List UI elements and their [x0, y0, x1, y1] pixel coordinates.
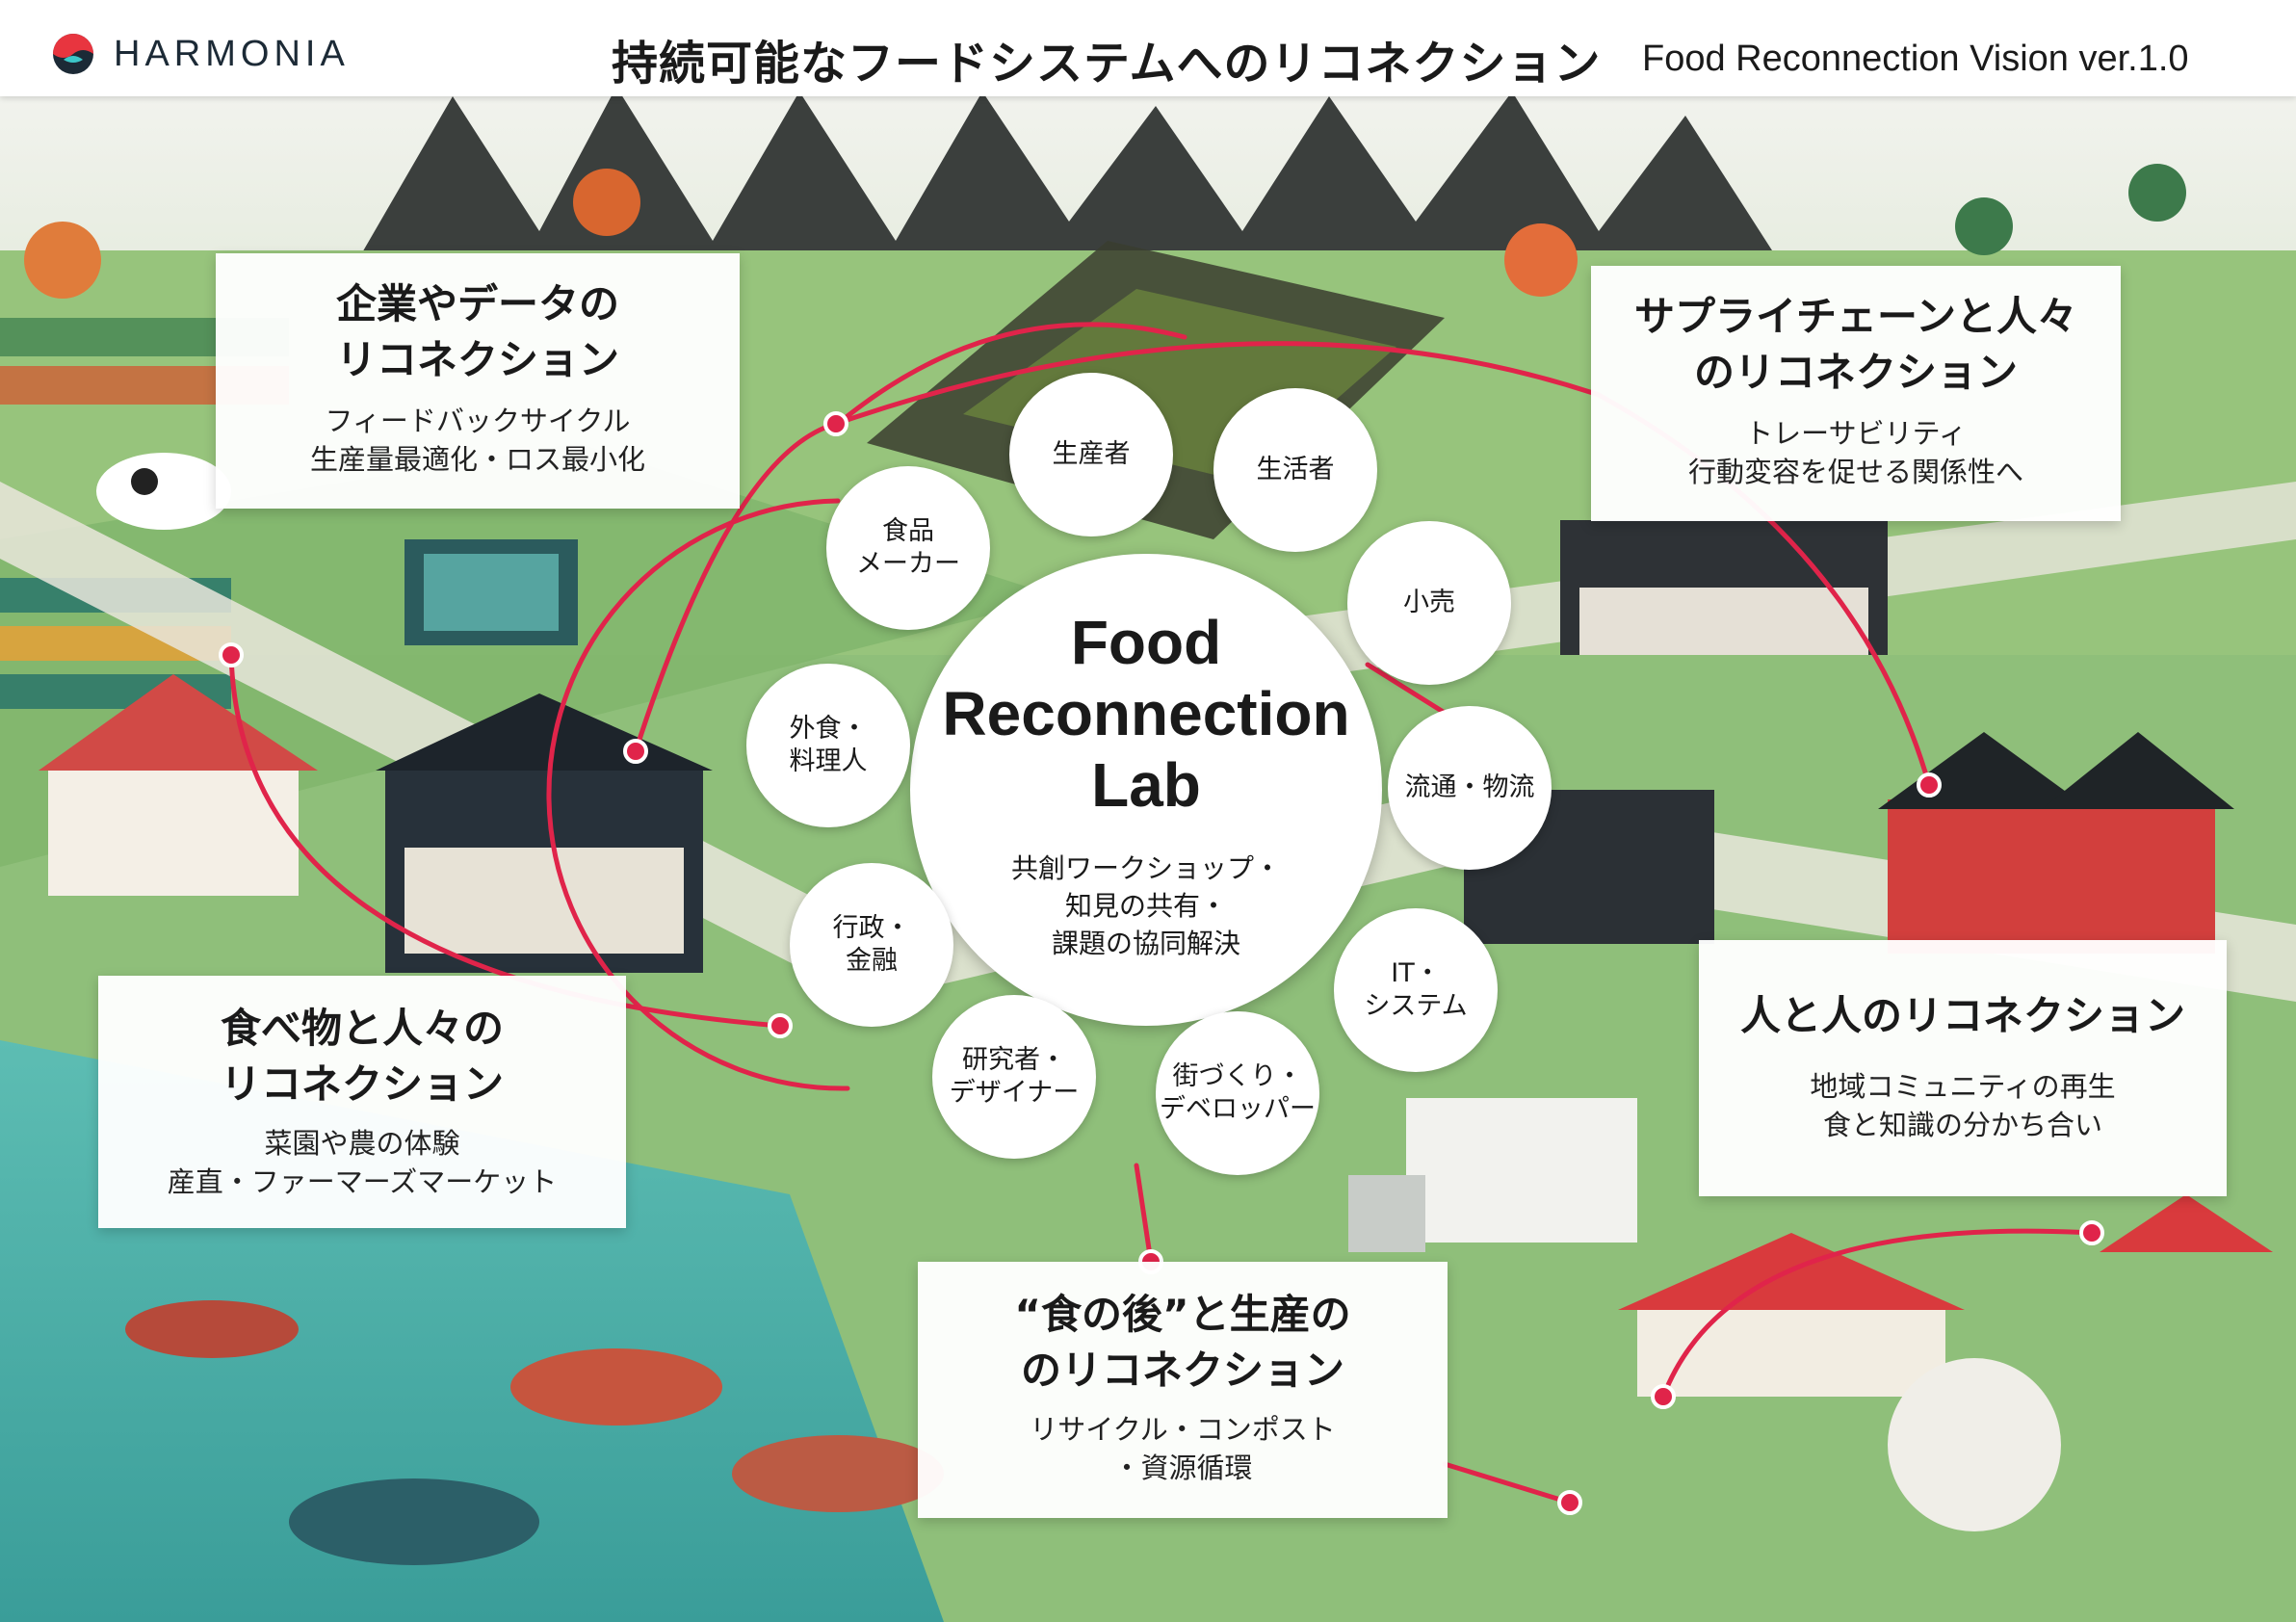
- stakeholder-developer: 街づくり・ デベロッパー: [1156, 1011, 1319, 1175]
- stakeholder-label: デザイナー: [949, 1078, 1080, 1108]
- box-after-food-reconnection: “食の後”と生産の のリコネクション リサイクル・コンポスト ・資源循環: [918, 1262, 1448, 1518]
- harmonia-logo-icon: [53, 34, 93, 74]
- stakeholder-label: システム: [1364, 991, 1468, 1021]
- stakeholder-label: 流通・物流: [1404, 772, 1535, 802]
- stakeholder-it-system: IT・ システム: [1334, 908, 1498, 1072]
- page-subtitle: Food Reconnection Vision ver.1.0: [1642, 39, 2189, 79]
- box-desc-line: 行動変容を促せる関係性へ: [1687, 456, 2023, 488]
- stakeholder-label: 料理人: [789, 746, 868, 776]
- page-title: 持続可能なフードシステムへのリコネクション: [612, 37, 1602, 91]
- box-desc-line: 地域コミュニティの再生: [1810, 1070, 2116, 1103]
- box-heading-line: リコネクション: [335, 336, 619, 383]
- header-bar: HARMONIA 持続可能なフードシステムへのリコネクション Food Reco…: [0, 0, 2296, 96]
- stakeholder-restaurant-chef: 外食・ 料理人: [746, 664, 910, 827]
- hub-title-line: Lab: [1091, 750, 1201, 820]
- box-heading-line: のリコネクション: [1020, 1347, 1344, 1394]
- stakeholder-label: 生活者: [1256, 455, 1335, 484]
- box-supply-chain-reconnection: サプライチェーンと人々 のリコネクション トレーサビリティ 行動変容を促せる関係…: [1591, 266, 2121, 521]
- hub-title-line: Reconnection: [942, 679, 1350, 748]
- hub-title-line: Food: [1070, 608, 1222, 677]
- stakeholder-label: 研究者・: [962, 1045, 1066, 1075]
- box-desc-line: フィードバックサイクル: [325, 405, 631, 437]
- box-heading-line: 食べ物と人々の: [220, 1005, 504, 1052]
- box-desc-line: 産直・ファーマーズマーケット: [167, 1165, 558, 1198]
- box-desc-line: リサイクル・コンポスト: [1030, 1413, 1336, 1446]
- food-reconnection-lab-hub: Food Reconnection Lab 共創ワークショップ・ 知見の共有・ …: [910, 554, 1382, 1026]
- stakeholder-producer: 生産者: [1009, 373, 1173, 536]
- stakeholder-government-finance: 行政・ 金融: [790, 863, 953, 1027]
- box-heading-line: リコネクション: [220, 1060, 504, 1108]
- hub-desc-line: 課題の協同解決: [1051, 928, 1240, 959]
- box-company-data-reconnection: 企業やデータの リコネクション フィードバックサイクル 生産量最適化・ロス最小化: [216, 253, 740, 509]
- box-heading-line: “食の後”と生産の: [1014, 1291, 1351, 1338]
- stakeholder-retail: 小売: [1347, 521, 1511, 685]
- box-heading-line: サプライチェーンと人々: [1634, 293, 2077, 340]
- stakeholder-label: 食品: [882, 516, 934, 546]
- hub-desc-line: 共創ワークショップ・: [1010, 852, 1281, 884]
- stakeholder-consumer: 生活者: [1213, 388, 1377, 552]
- stakeholder-label: 金融: [846, 946, 898, 976]
- box-people-people-reconnection: 人と人のリコネクション 地域コミュニティの再生 食と知識の分かち合い: [1699, 940, 2227, 1196]
- stakeholder-food-manufacturer: 食品 メーカー: [826, 466, 990, 630]
- stakeholder-label: 行政・: [832, 913, 911, 943]
- stakeholder-researcher-designer: 研究者・ デザイナー: [932, 995, 1096, 1159]
- box-food-people-reconnection: 食べ物と人々の リコネクション 菜園や農の体験 産直・ファーマーズマーケット: [98, 976, 626, 1228]
- box-heading-line: 人と人のリコネクション: [1739, 992, 2185, 1039]
- hub-desc-line: 知見の共有・: [1064, 890, 1227, 922]
- brand-name: HARMONIA: [114, 33, 350, 74]
- box-heading-line: のリコネクション: [1693, 349, 2018, 396]
- stakeholder-label: 街づくり・: [1172, 1061, 1303, 1091]
- stakeholder-label: IT・: [1391, 958, 1441, 988]
- box-desc-line: トレーサビリティ: [1745, 417, 1967, 450]
- box-heading-line: 企業やデータの: [335, 280, 619, 327]
- stakeholder-label: 生産者: [1052, 439, 1131, 469]
- box-desc-line: ・資源循環: [1112, 1452, 1253, 1484]
- brand-logo: HARMONIA: [50, 33, 350, 75]
- box-desc-line: 食と知識の分かち合い: [1822, 1109, 2102, 1141]
- stakeholder-logistics: 流通・物流: [1388, 706, 1552, 870]
- box-desc-line: 生産量最適化・ロス最小化: [309, 443, 645, 476]
- stakeholder-label: デベロッパー: [1160, 1094, 1316, 1124]
- box-desc-line: 菜園や農の体験: [264, 1127, 460, 1160]
- stakeholder-label: 外食・: [789, 714, 868, 744]
- stakeholder-label: メーカー: [856, 549, 960, 579]
- stakeholder-label: 小売: [1403, 588, 1455, 617]
